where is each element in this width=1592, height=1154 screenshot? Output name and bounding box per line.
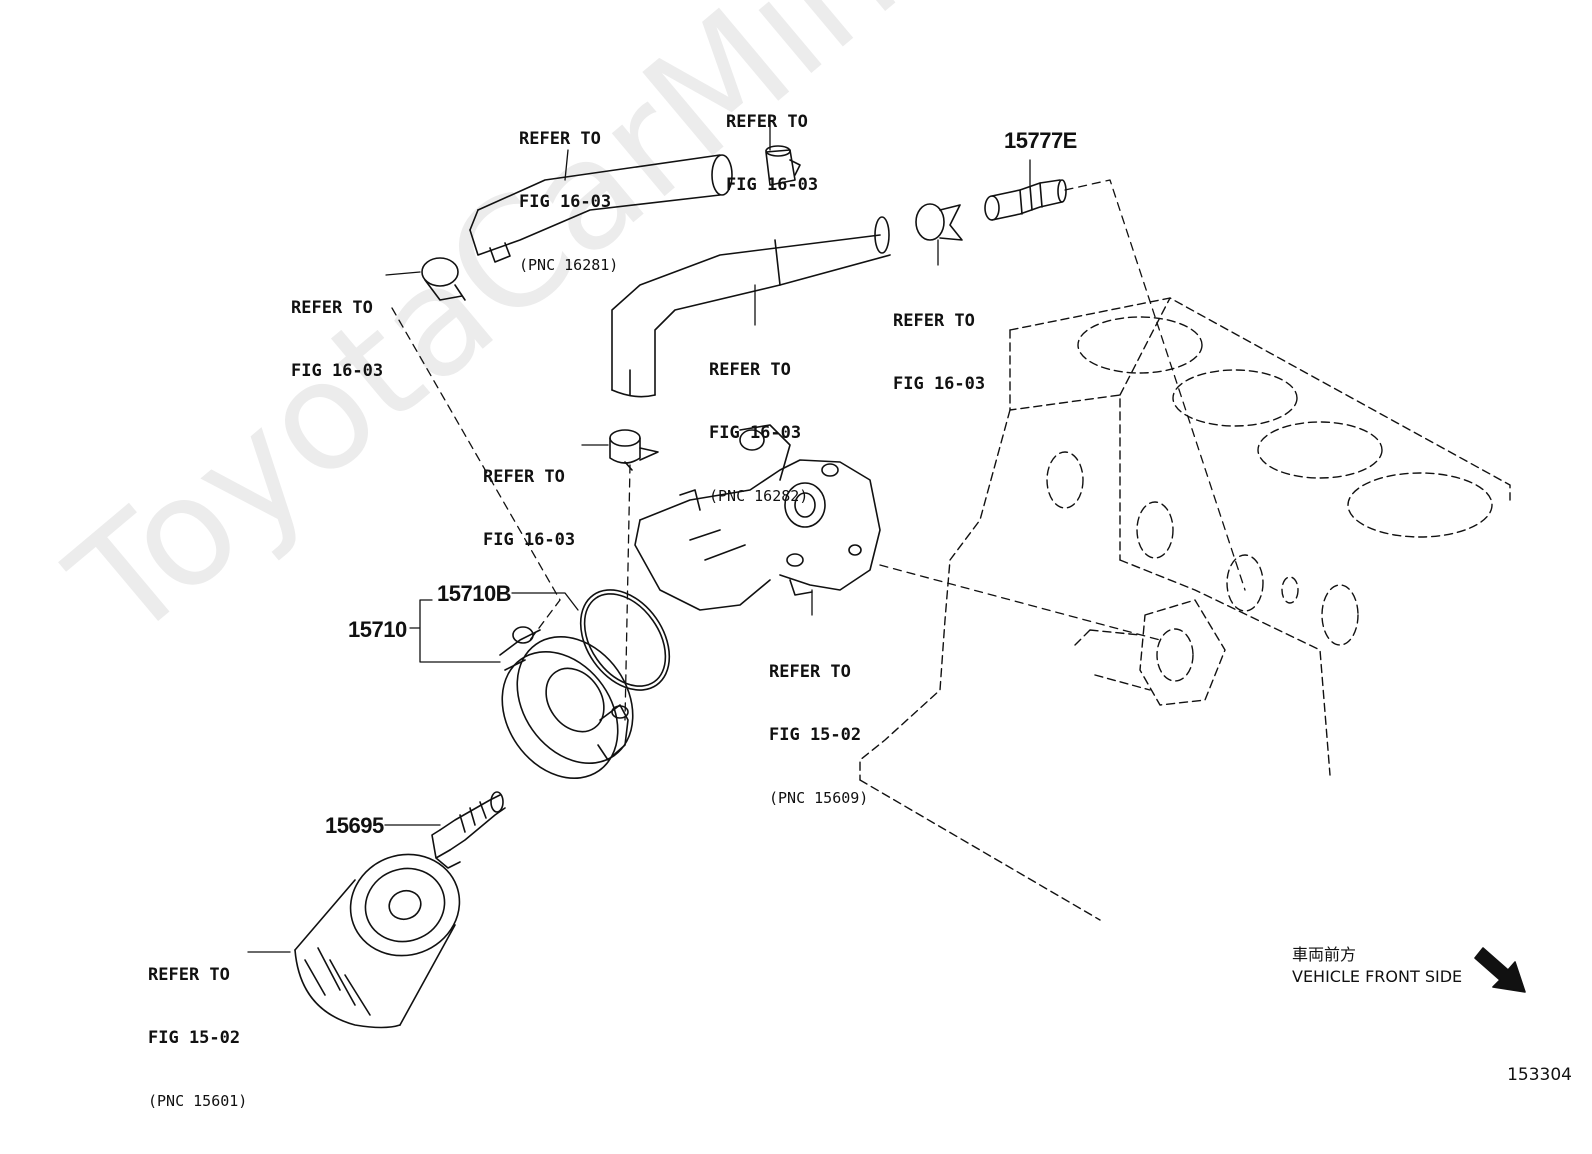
lower-hose (611, 216, 891, 398)
vehicle-front-en: VEHICLE FRONT SIDE (1292, 967, 1463, 986)
ref-line1: REFER TO (519, 129, 601, 149)
ref-line2: FIG 16-03 (483, 530, 576, 550)
ref-callout-upper-hose: REFER TO FIG 16-03 (PNC 16281) (519, 87, 618, 318)
ref-line2: FIG 16-03 (893, 374, 986, 394)
ref-line1: REFER TO (291, 298, 373, 318)
diagram-code: 153304 (1507, 1065, 1572, 1085)
ref-line1: REFER TO (148, 965, 230, 985)
ref-line1: REFER TO (483, 467, 565, 487)
ref-line1: REFER TO (709, 360, 791, 380)
leader-lines-dashed (391, 179, 1246, 721)
ref-callout-bracket: REFER TO FIG 15-02 (PNC 15609) (769, 620, 868, 851)
diagram-drawing (247, 114, 1526, 1029)
vehicle-front-jp: 車両前方 (1292, 945, 1357, 964)
ref-callout-oil-filter: REFER TO FIG 15-02 (PNC 15601) (148, 923, 247, 1154)
ref-line2: FIG 16-03 (519, 192, 612, 212)
ref-line2: FIG 16-03 (726, 175, 819, 195)
clamp-right (915, 203, 963, 241)
ref-line2: FIG 15-02 (148, 1028, 241, 1048)
ref-callout-lower-hose: REFER TO FIG 16-03 (PNC 16282) (709, 318, 808, 549)
oil-cooler (499, 626, 634, 779)
leader-lines-solid (247, 114, 1031, 953)
engine-block (859, 297, 1511, 921)
parts-diagram: ToyotaCarMine.ru (40, 0, 1572, 1110)
ref-pnc: (PNC 16282) (709, 487, 809, 505)
ref-pnc: (PNC 16281) (519, 256, 619, 274)
ref-line2: FIG 15-02 (769, 725, 862, 745)
part-number-15710: 15710 (348, 617, 407, 642)
vehicle-front-label: 車両前方 VEHICLE FRONT SIDE (1292, 944, 1462, 988)
upper-hose (469, 154, 733, 263)
union-fitting (984, 179, 1067, 221)
vehicle-front-arrow-icon (1474, 947, 1526, 993)
ref-callout-left-clamp: REFER TO FIG 16-03 (291, 256, 383, 424)
gasket (579, 589, 671, 691)
ref-pnc: (PNC 15601) (148, 1092, 248, 1110)
oil-filter (294, 853, 461, 1029)
clamp-top (765, 145, 801, 186)
clamp-mid (609, 429, 659, 471)
ref-pnc: (PNC 15609) (769, 789, 869, 807)
ref-line1: REFER TO (769, 662, 851, 682)
part-number-15695: 15695 (325, 813, 384, 838)
union-bolt (431, 791, 506, 869)
ref-line2: FIG 16-03 (291, 361, 384, 381)
part-number-15777e: 15777E (1004, 128, 1077, 153)
ref-callout-mid-clamp: REFER TO FIG 16-03 (483, 425, 575, 593)
ref-callout-top-clamp: REFER TO FIG 16-03 (726, 70, 818, 238)
ref-callout-right-clamp: REFER TO FIG 16-03 (893, 269, 985, 437)
oil-filter-bracket (634, 424, 881, 611)
part-number-15710b: 15710B (437, 581, 512, 606)
clamp-left (421, 257, 466, 301)
ref-line2: FIG 16-03 (709, 423, 802, 443)
ref-line1: REFER TO (893, 311, 975, 331)
ref-line1: REFER TO (726, 112, 808, 132)
